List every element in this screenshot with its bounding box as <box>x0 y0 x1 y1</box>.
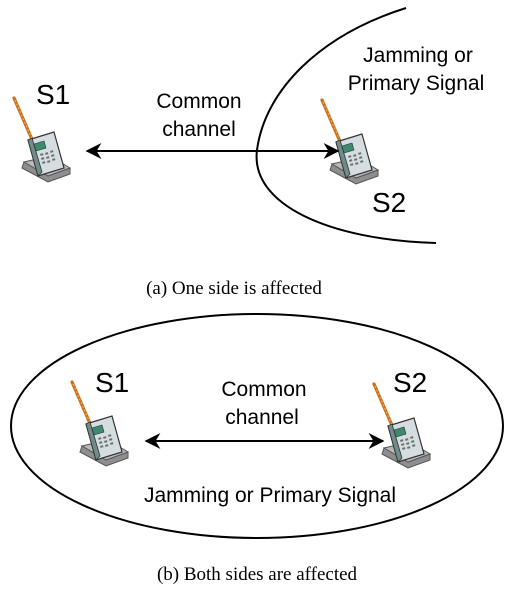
link-label-line1: Common <box>221 378 306 401</box>
handheld-radio-icon <box>320 98 380 186</box>
diagram-b: S1 S2 Common channel Jamming or Primary … <box>10 313 504 585</box>
link-label-line2: channel <box>225 406 299 429</box>
link-label-line2: channel <box>162 118 236 141</box>
diagram-a: S1 S2 Common channel Jamming or Primary … <box>12 7 485 299</box>
node-s2-label: S2 <box>393 367 427 398</box>
caption-a: (a) One side is affected <box>146 278 322 299</box>
interference-region-boundary <box>10 313 504 539</box>
region-label: Jamming or Primary Signal <box>144 484 396 507</box>
node-s1-label: S1 <box>95 367 129 398</box>
region-label-line2: Primary Signal <box>348 72 485 95</box>
node-s2-label: S2 <box>372 187 406 218</box>
caption-b: (b) Both sides are affected <box>157 564 358 585</box>
region-label-line1: Jamming or <box>363 44 473 67</box>
handheld-radio-icon <box>12 96 72 184</box>
node-s1-label: S1 <box>36 79 70 110</box>
link-label-line1: Common <box>156 90 241 113</box>
